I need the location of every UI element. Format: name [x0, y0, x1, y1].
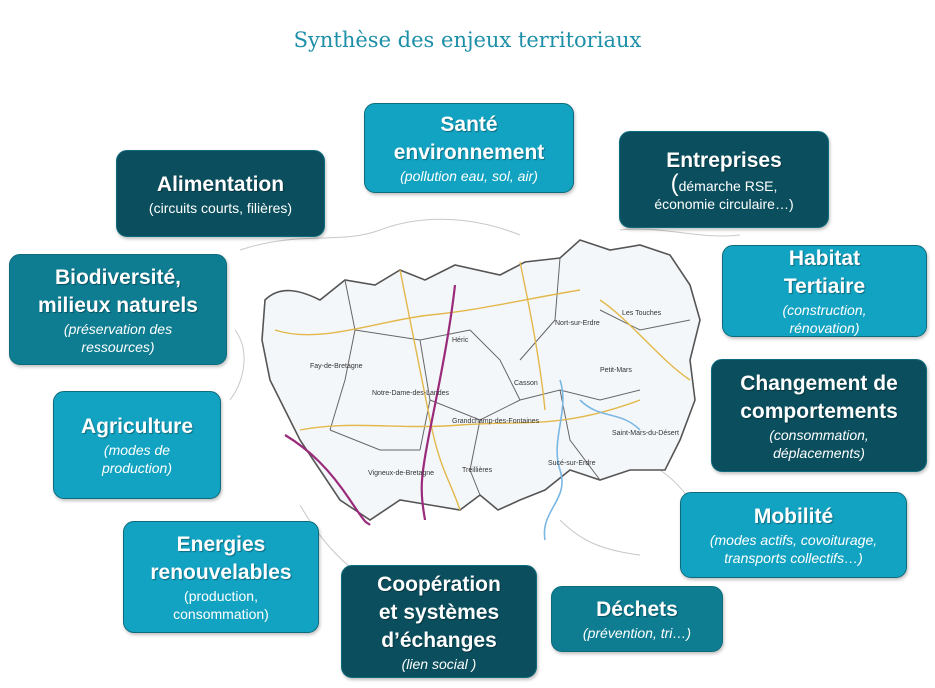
territory-outline: [261, 239, 701, 521]
page-title: Synthèse des enjeux territoriaux: [293, 28, 642, 52]
habitat-tertiaire-box: Habitat Tertiaire (construction, rénovat…: [722, 245, 927, 337]
entreprises-title: Entreprises: [666, 148, 782, 172]
map-label-nort: Nort-sur-Erdre: [555, 320, 600, 327]
map-label-grandchamp: Grandchamp-des-Fontaines: [452, 418, 540, 425]
sante-environnement-box: Santé environnement (pollution eau, sol,…: [364, 103, 574, 193]
biodiversite-title-1: Biodiversité,: [54, 265, 182, 289]
biodiversite-title-2: milieux naturels: [38, 293, 198, 317]
entreprises-subtitle: (démarche RSE,: [671, 171, 778, 195]
dechets-box: Déchets (prévention, tri…): [551, 586, 723, 652]
energies-title-1: Energies: [176, 533, 266, 556]
energies-subtitle: (production, consommation): [173, 588, 269, 622]
habitat-subtitle: (construction, rénovation): [782, 302, 867, 336]
mobilite-box: Mobilité (modes actifs, covoiturage, tra…: [680, 492, 907, 578]
map-label-fay: Fay-de-Bretagne: [310, 363, 363, 370]
habitat-title-1: Habitat: [788, 247, 861, 270]
alimentation-box: Alimentation (circuits courts, filières): [116, 150, 325, 237]
cooperation-title-1: Coopération: [377, 572, 501, 596]
agriculture-title: Agriculture: [80, 415, 193, 438]
biodiversite-box: Biodiversité, milieux naturels (préserva…: [9, 254, 227, 365]
changement-title-1: Changement de: [740, 371, 898, 395]
mobilite-subtitle: (modes actifs, covoiturage, transports c…: [709, 532, 878, 566]
sante-subtitle: (pollution eau, sol, air): [400, 168, 538, 184]
changement-title-2: comportements: [740, 399, 898, 423]
agriculture-subtitle: (modes de production): [101, 442, 173, 476]
cooperation-box: Coopération et systèmes d’échanges (lien…: [341, 565, 537, 678]
cooperation-title-3: d’échanges: [381, 628, 497, 652]
map-label-touches: Les Touches: [622, 310, 662, 317]
sante-title: Santé environnement: [393, 113, 545, 164]
biodiversite-subtitle: (préservation des ressources): [63, 320, 173, 355]
alimentation-title: Alimentation: [156, 172, 285, 196]
map-label-vigneux: Vigneux-de-Bretagne: [368, 470, 434, 477]
map-label-saint-mars: Saint-Mars-du-Désert: [612, 430, 679, 437]
cooperation-title-2: et systèmes: [378, 600, 500, 624]
map-label-petit-mars: Petit-Mars: [600, 367, 632, 374]
energies-title-2: renouvelables: [150, 561, 292, 584]
map-label-notre-dame: Notre-Dame-des-Landes: [372, 390, 450, 397]
changement-subtitle: (consommation, déplacements): [769, 426, 869, 461]
dechets-subtitle: (prévention, tri…): [582, 625, 692, 641]
entreprises-sub-a: démarche RSE,: [678, 177, 778, 194]
mobilite-title: Mobilité: [753, 505, 834, 528]
map-label-casson: Casson: [514, 380, 538, 387]
changement-comportements-box: Changement de comportements (consommatio…: [711, 359, 927, 472]
cooperation-subtitle: (lien social ): [401, 655, 477, 672]
map-label-suce: Sucé-sur-Erdre: [548, 460, 596, 467]
energies-renouvelables-box: Energies renouvelables (production, cons…: [123, 521, 319, 633]
map-label-heric: Héric: [452, 337, 469, 344]
entreprises-box: Entreprises (démarche RSE, économie circ…: [619, 131, 829, 228]
dechets-title: Déchets: [596, 598, 678, 621]
agriculture-box: Agriculture (modes de production): [53, 391, 221, 499]
map-label-treillieres: Treillières: [462, 467, 493, 474]
alimentation-subtitle: (circuits courts, filières): [148, 199, 293, 216]
entreprises-subtitle-2: économie circulaire…): [654, 195, 794, 212]
habitat-title-2: Tertiaire: [783, 275, 866, 298]
entreprises-paren: (: [670, 169, 679, 197]
